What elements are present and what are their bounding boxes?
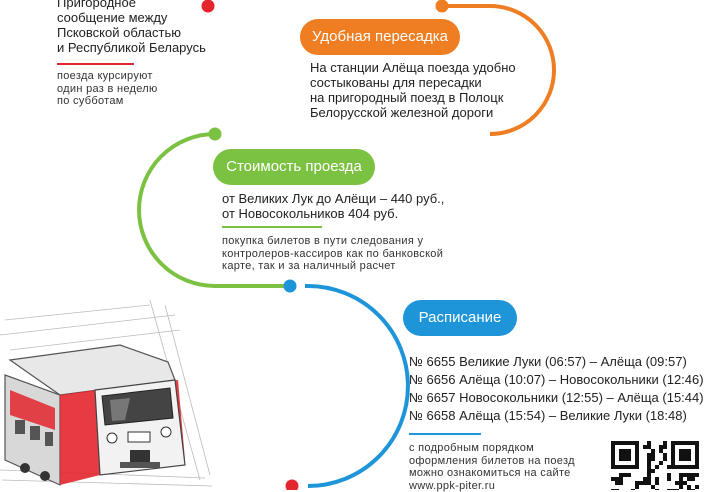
schedule-row: № 6658 Алёща (15:54) – Великие Луки (18:… <box>409 407 709 425</box>
route-dot-blue <box>284 280 297 293</box>
intro-note-line: один раз в неделю <box>57 83 227 96</box>
price-note-line: покупка билетов в пути следования у <box>222 235 482 248</box>
footer-note-line: www.ppk-piter.ru <box>409 480 599 492</box>
price-line: от Новосокольников 404 руб. <box>222 206 482 221</box>
route-dot-red-bottom <box>286 480 299 491</box>
schedule-row: № 6656 Алёща (10:07) – Новосокольники (1… <box>409 371 709 389</box>
footer-note-line: можно ознакомиться на сайте <box>409 467 599 480</box>
schedule-row: № 6657 Новосокольники (12:55) – Алёща (1… <box>409 389 709 407</box>
price-text: от Великих Лук до Алёщи – 440 руб., от Н… <box>222 191 482 221</box>
intro-divider <box>57 63 134 65</box>
transfer-line: на пригородный поезд в Полоцк <box>310 90 540 105</box>
intro-line: Пригородное <box>57 0 227 10</box>
price-note-line: карте, так и за наличный расчет <box>222 260 482 273</box>
intro-line: Псковской областью <box>57 25 227 40</box>
intro-line: сообщение между <box>57 10 227 25</box>
intro-note-line: поезда курсируют <box>57 70 227 83</box>
schedule-list: № 6655 Великие Луки (06:57) – Алёща (09:… <box>409 353 709 425</box>
intro-line: и Республикой Беларусь <box>57 40 227 55</box>
intro-note: поезда курсируют один раз в неделю по су… <box>57 70 227 108</box>
transfer-line: Белорусской железной дороги <box>310 105 540 120</box>
intro-text: Пригородное сообщение между Псковской об… <box>57 0 227 55</box>
price-line: от Великих Лук до Алёщи – 440 руб., <box>222 191 482 206</box>
transfer-line: состыкованы для пересадки <box>310 75 540 90</box>
schedule-pill: Расписание <box>403 300 517 336</box>
footer-note: с подробным порядком оформления билетов … <box>409 442 599 492</box>
transfer-line: На станции Алёща поезда удобно <box>310 60 540 75</box>
route-dot-orange <box>436 0 449 13</box>
footer-note-line: с подробным порядком <box>409 442 599 455</box>
price-pill: Стоимость проезда <box>213 149 375 185</box>
footer-note-line: оформления билетов на поезд <box>409 455 599 468</box>
price-note: покупка билетов в пути следования у конт… <box>222 235 482 273</box>
train-illustration-icon <box>0 300 215 490</box>
price-divider <box>222 226 322 228</box>
schedule-row: № 6655 Великие Луки (06:57) – Алёща (09:… <box>409 353 709 371</box>
schedule-divider <box>409 433 481 435</box>
intro-note-line: по субботам <box>57 95 227 108</box>
route-dot-green <box>209 128 222 141</box>
transfer-text: На станции Алёща поезда удобно состыкова… <box>310 60 540 120</box>
transfer-pill: Удобная пересадка <box>300 19 460 55</box>
qr-code-icon <box>610 440 700 490</box>
price-note-line: контролеров-кассиров как по банковской <box>222 248 482 261</box>
